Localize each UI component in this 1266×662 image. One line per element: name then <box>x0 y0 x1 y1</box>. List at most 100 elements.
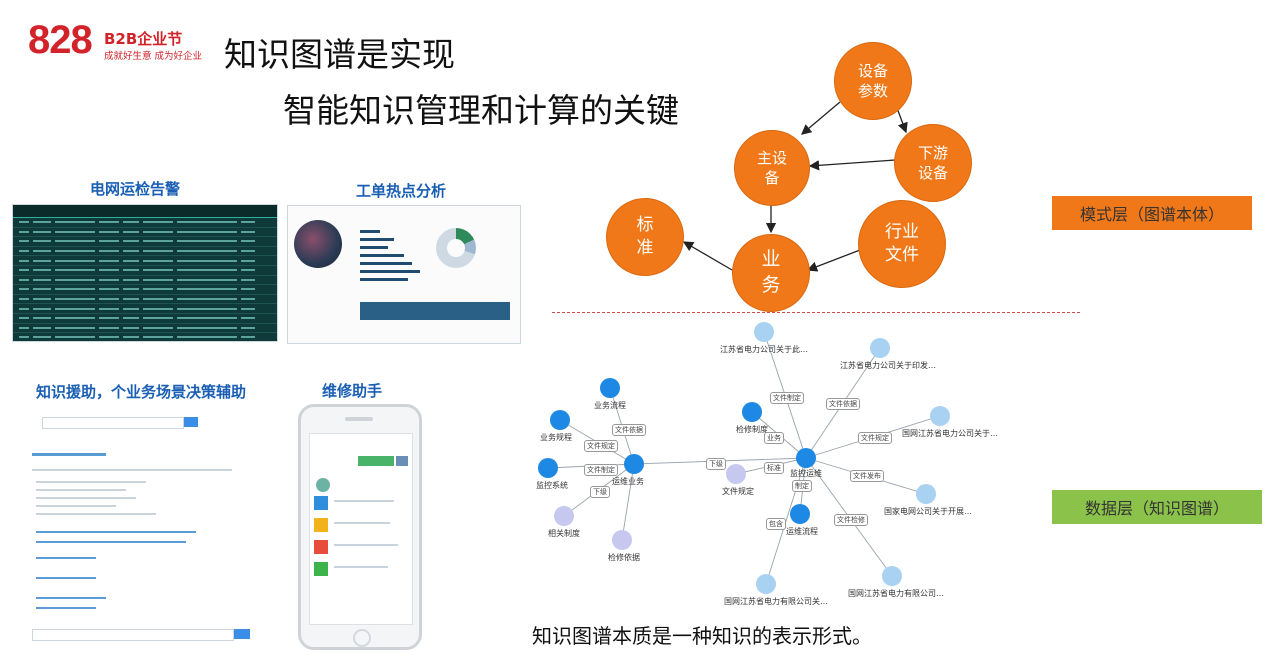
edge-tag: 下级 <box>590 486 610 498</box>
search-input[interactable] <box>42 417 184 429</box>
kg-node-center[interactable] <box>796 448 816 468</box>
kg-node-n3[interactable] <box>538 458 558 478</box>
edge-tag: 文件依据 <box>612 424 646 436</box>
app-icon-yellow[interactable] <box>314 518 328 532</box>
heat-circle-chart <box>294 220 342 268</box>
donut-chart <box>436 228 476 268</box>
kg-label-n2: 业务规程 <box>540 433 572 442</box>
grid-table <box>13 218 277 341</box>
grid-table-row[interactable] <box>13 285 277 295</box>
panel-title-grid-alert: 电网运检告警 <box>90 180 181 198</box>
grid-alert-screenshot <box>12 204 278 342</box>
kg-label-right2: 国家电网公司关于开展… <box>884 507 972 516</box>
caption: 知识图谱本质是一种知识的表示形式。 <box>532 624 872 648</box>
phone-screen <box>309 433 413 625</box>
chat-avatar-icon <box>316 478 330 492</box>
logo-number: 828 <box>28 18 93 62</box>
edge-tag: 下级 <box>706 458 726 470</box>
search-button[interactable] <box>184 417 198 427</box>
order-analysis-screenshot <box>287 205 521 344</box>
grid-table-row[interactable] <box>13 218 277 228</box>
grid-table-row[interactable] <box>13 237 277 247</box>
edge-tag: 文件规定 <box>858 432 892 444</box>
kg-label-center: 监控运维 <box>790 469 822 478</box>
edge-tag: 制定 <box>792 480 812 492</box>
mode-layer-tag: 模式层（图谱本体） <box>1052 196 1252 230</box>
edge-tag: 文件检修 <box>834 514 868 526</box>
grid-table-row[interactable] <box>13 228 277 238</box>
node-equipment-params: 设备 参数 <box>834 42 912 120</box>
kg-node-n6[interactable] <box>726 464 746 484</box>
app-icon-blue[interactable] <box>314 496 328 510</box>
kg-label-n5: 运维流程 <box>786 527 818 536</box>
edge-tag: 标准 <box>764 462 784 474</box>
node-business: 业 务 <box>732 234 810 312</box>
panel-title-repair-assistant: 维修助手 <box>322 382 383 400</box>
kg-node-n9[interactable] <box>612 530 632 550</box>
kg-node-n2[interactable] <box>550 410 570 430</box>
kg-node-n5[interactable] <box>790 504 810 524</box>
grid-table-row[interactable] <box>13 295 277 305</box>
kg-label-top: 江苏省电力公司关于此… <box>720 345 808 354</box>
phone-home-button <box>353 629 371 647</box>
decision-support-screenshot <box>28 407 256 647</box>
grid-table-row[interactable] <box>13 247 277 257</box>
edge-tag: 文件规定 <box>584 440 618 452</box>
kg-label-n3: 监控系统 <box>536 481 568 490</box>
kg-label-bottom: 国网江苏省电力有限公司关… <box>724 597 828 606</box>
data-layer-tag: 数据层（知识图谱） <box>1052 490 1262 524</box>
kg-node-n1[interactable] <box>600 378 620 398</box>
bottom-input[interactable] <box>32 629 234 641</box>
grid-table-row[interactable] <box>13 324 277 334</box>
kg-node-bottom[interactable] <box>756 574 776 594</box>
edge-tag: 文件制定 <box>584 464 618 476</box>
logo-brand: B2B企业节 <box>104 30 183 48</box>
kg-label-bottom-right: 国网江苏省电力有限公司… <box>848 589 944 598</box>
app-icon-green[interactable] <box>314 562 328 576</box>
node-downstream-equipment: 下游 设备 <box>894 124 972 202</box>
kg-label-top-right: 江苏省电力公司关于印发… <box>840 361 936 370</box>
kg-node-top-right[interactable] <box>870 338 890 358</box>
page-title-line1: 知识图谱是实现 <box>224 35 455 74</box>
phone-mockup <box>298 404 422 650</box>
edge-tag: 文件制定 <box>770 392 804 404</box>
grid-table-row[interactable] <box>13 333 277 341</box>
node-main-equipment: 主设 备 <box>734 130 810 206</box>
kg-label-n4: 检修制度 <box>736 425 768 434</box>
kg-node-n4[interactable] <box>742 402 762 422</box>
edge-tag: 包含 <box>766 518 786 530</box>
panel-title-order-analysis: 工单热点分析 <box>356 182 447 200</box>
kg-label-n1: 业务流程 <box>594 401 626 410</box>
layer-divider <box>552 312 1080 313</box>
grid-header-bar <box>13 205 277 218</box>
kg-node-n7[interactable] <box>554 506 574 526</box>
node-industry-docs: 行业 文件 <box>858 200 946 288</box>
app-icon-red[interactable] <box>314 540 328 554</box>
kg-label-left: 运维业务 <box>612 477 644 486</box>
submit-button[interactable] <box>234 629 250 639</box>
grid-table-row[interactable] <box>13 314 277 324</box>
summary-table-header <box>360 302 510 320</box>
edge-tag: 文件发布 <box>850 470 884 482</box>
kg-label-right1: 国网江苏省电力公司关于… <box>902 429 998 438</box>
grid-table-row[interactable] <box>13 266 277 276</box>
node-standard: 标 准 <box>606 198 684 276</box>
kg-node-right1[interactable] <box>930 406 950 426</box>
grid-table-row[interactable] <box>13 304 277 314</box>
edge-tag: 文件依据 <box>826 398 860 410</box>
horizontal-bar-chart <box>360 224 430 294</box>
kg-label-n6: 文件规定 <box>722 487 754 496</box>
edge-tag: 业务 <box>764 432 784 444</box>
kg-node-left-hub[interactable] <box>624 454 644 474</box>
kg-node-bottom-right[interactable] <box>882 566 902 586</box>
kg-label-n7: 相关制度 <box>548 529 580 538</box>
grid-table-row[interactable] <box>13 276 277 286</box>
grid-table-row[interactable] <box>13 256 277 266</box>
kg-node-right2[interactable] <box>916 484 936 504</box>
logo-slogan: 成就好生意 成为好企业 <box>104 51 203 62</box>
panel-title-decision-support: 知识援助，个业务场景决策辅助 <box>36 383 247 401</box>
kg-label-n9: 检修依据 <box>608 553 640 562</box>
page-title-line2: 智能知识管理和计算的关键 <box>283 91 679 130</box>
kg-node-top[interactable] <box>754 322 774 342</box>
